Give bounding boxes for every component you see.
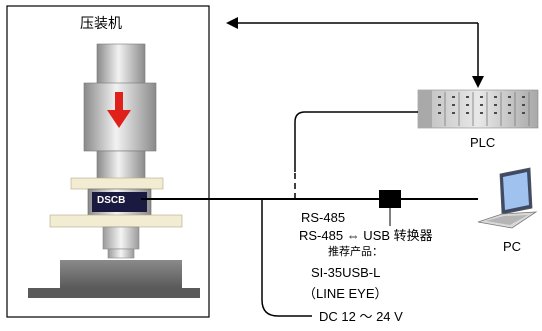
- arrow-down-icon: [472, 76, 484, 88]
- laptop-pc-icon: [477, 167, 538, 229]
- converter-maker-label: （LINE EYE）: [303, 286, 388, 301]
- power-label: DC 12 ～ 24 V: [319, 309, 403, 324]
- plc-device-icon: [417, 89, 539, 129]
- plc-label: PLC: [470, 135, 496, 150]
- converter-model-label: SI-35USB-L: [311, 265, 381, 280]
- recommend-label: 推荐产品：: [328, 246, 383, 258]
- rs485-plc-link: [294, 111, 418, 199]
- down-arrow-icon: [107, 92, 131, 128]
- sensor-label: DSCB: [97, 195, 126, 206]
- converter-label: RS-485 ⇔ USB 转换器: [299, 228, 433, 243]
- press-plc-link: [232, 22, 479, 78]
- power-cable: [261, 199, 312, 317]
- pc-label: PC: [503, 239, 522, 254]
- press-machine-title: 压装机: [80, 15, 122, 31]
- usb-converter-icon: [379, 190, 401, 208]
- rs485-label: RS-485: [301, 210, 346, 225]
- arrow-left-icon: [226, 17, 238, 29]
